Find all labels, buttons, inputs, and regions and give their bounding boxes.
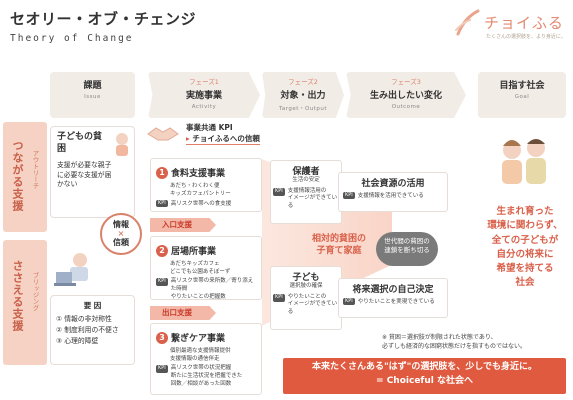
activity-number: 1: [156, 166, 168, 179]
column-target-title: 対象・出力: [280, 91, 326, 101]
activity-title: 居場所事業: [171, 247, 217, 257]
kpi-badge: KPI: [156, 365, 168, 374]
issue-factors-title: 要 因: [83, 301, 102, 310]
activity-desc: あだち・わくわく便 キッズカフェパントリー: [170, 183, 231, 197]
target-title: 保護者: [292, 167, 320, 177]
logo-mark-icon: [455, 9, 480, 36]
activity-desc: 個別最適な支援情報提供 支援情報の通信伴走: [170, 348, 231, 362]
target-title: 子ども: [292, 273, 320, 283]
activity-number: 3: [156, 331, 168, 344]
logo-text: チョイふる: [484, 14, 564, 32]
column-issue-title: 課題: [83, 81, 102, 91]
factor-item: ③ 心理的障壁: [56, 337, 99, 346]
band-bridging: [3, 240, 47, 365]
column-issue: 課題 Issue: [50, 72, 135, 118]
kpi-badge: KPI: [273, 187, 285, 196]
activity-kpi: 高リスク世帯への食支援: [170, 201, 232, 208]
factor-item: ① 情報の非対称性: [56, 315, 112, 323]
goal-text: 生まれ育った 環境に関わらず、 全ての子どもが 自分の将来に 希望を持てる 社会: [487, 206, 563, 289]
activity-number: 2: [156, 244, 168, 257]
family-illustration-icon: [502, 139, 546, 184]
band-bridging-sub: ブリッジング: [31, 272, 39, 311]
issue-poverty-text: 支援が必要な親子に必要な支援が届かない: [57, 161, 112, 188]
page-subtitle: Theory of Change: [10, 33, 134, 44]
factor-item: ② 制度利用の不便さ: [56, 326, 119, 335]
column-goal: 目指す社会 Goal: [478, 72, 566, 118]
activity-kpi: 高リスク世帯の状況把握 断たに生活状況を把握できた 回数／相談があった回数: [170, 365, 243, 387]
common-kpi-label: 事業共通 KPI: [186, 123, 233, 132]
kpi-badge: KPI: [273, 293, 285, 302]
activity-desc: あだちキッズカフェ どこでも公園あそぼーず: [170, 261, 231, 275]
column-activity: フェーズ1 実施事業 Activity: [148, 72, 260, 118]
band-outreach-label: つながる支援: [11, 140, 24, 212]
relative-poverty-label: 相対的貧困の 子育て家庭: [311, 234, 366, 256]
kpi-badge: KPI: [343, 192, 355, 199]
outcome-title: 社会資源の活用: [361, 179, 425, 189]
target-sub: 選択肢の確保: [289, 283, 323, 289]
chain-break-badge: 世代間の貧困の 連鎖を断ち切る: [376, 232, 438, 266]
activity-kpi: 高リスク世帯の来所数／寄り添えた時間 やりたいことの把握数: [170, 278, 254, 300]
child-illustration-icon: [116, 133, 128, 156]
logo-tagline: たくさんの選択肢を、より身近に。: [486, 34, 566, 40]
kpi-badge: KPI: [343, 298, 355, 305]
activity-title: 繋ぎケア事業: [171, 334, 226, 344]
column-outcome-title: 生み出したい変化: [369, 91, 442, 101]
activity-title: 食料支援事業: [171, 169, 226, 179]
column-outcome: フェーズ3 生み出したい変化 Outcome: [346, 72, 466, 118]
target-sub: 生活の安定: [292, 177, 320, 183]
band-bridging-label: ささえる支援: [11, 260, 24, 332]
handshake-icon: [147, 127, 179, 141]
band-outreach: [3, 122, 47, 232]
outcome-title: 将来選択の自己決定: [352, 285, 434, 295]
target-kpi: 支援情報活用の イメージができている: [287, 187, 338, 210]
column-goal-title: 目指す社会: [499, 81, 545, 91]
issue-poverty-title: 子どもの貧困: [57, 132, 103, 154]
bridge-entrance: 入口支援: [150, 218, 216, 232]
common-kpi-value: ▸ チョイふるへの信頼: [186, 134, 260, 145]
bottom-banner: 本来たくさんある"はず"の選択肢を、少しでも身近に。 = Choiceful な…: [283, 358, 566, 394]
target-kpi: やりたいことの イメージができている: [287, 293, 338, 316]
footnote: ※ 貧困＝選択肢が制限された状態であり、 必ずしも経済的な困窮状態だけを指すもの…: [382, 334, 527, 350]
band-outreach-sub: アウトリーチ: [31, 150, 39, 189]
kpi-badge: KPI: [156, 278, 168, 287]
bridge-exit: 出口支援: [150, 306, 216, 320]
kpi-badge: KPI: [156, 200, 168, 208]
parent-laptop-illustration-icon: [54, 253, 88, 286]
issue-poverty-card: 子どもの貧困 支援が必要な親子に必要な支援が届かない: [50, 126, 135, 218]
column-activity-title: 実施事業: [185, 91, 222, 101]
outcome-kpi: やりたいことを実現できている: [357, 299, 435, 305]
issue-factors-card: 要 因 ① 情報の非対称性 ② 制度利用の不便さ ③ 心理的障壁: [50, 295, 135, 365]
info-trust-circle: 情報 × 信頼: [100, 213, 142, 255]
outcome-kpi: 支援情報を活用できている: [357, 193, 424, 199]
column-target: フェーズ2 対象・出力 Target・Output: [262, 72, 344, 118]
page-title: セオリー・オブ・チェンジ: [10, 10, 197, 28]
